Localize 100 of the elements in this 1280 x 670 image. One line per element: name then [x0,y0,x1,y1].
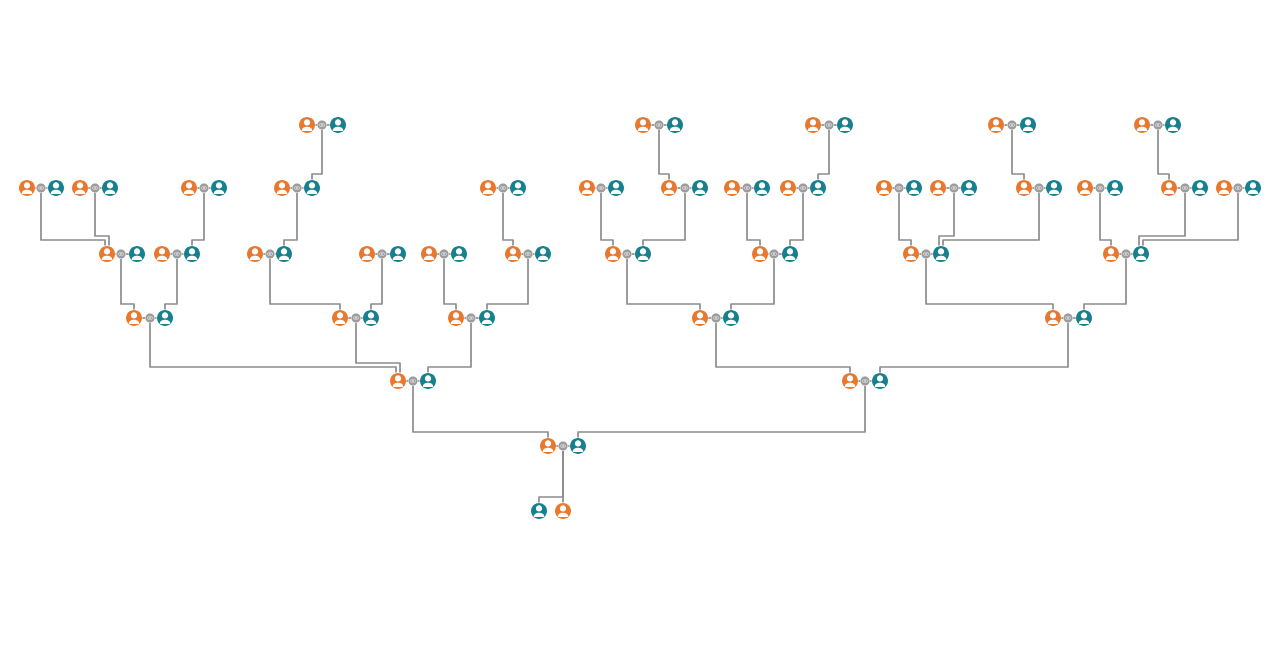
connector-line [631,253,636,255]
connector-line [443,258,457,311]
connector-line [114,253,117,255]
person-icon [540,438,556,454]
connector-line [463,317,467,319]
person-icon [479,310,495,326]
connector-line [938,192,955,247]
connector-line [789,192,804,247]
connector-line [149,322,397,374]
person-icon [330,117,346,133]
connector-line [208,187,212,189]
connector-line [689,187,693,189]
rings-icon [199,183,209,193]
connector-line [562,450,564,504]
person-icon [181,180,197,196]
connector-line [1043,187,1047,189]
rings-icon [317,120,327,130]
person-icon [1103,246,1119,262]
rings-icon [680,183,690,193]
connector-line [577,385,866,439]
person-icon [933,246,949,262]
connector-line [930,253,934,255]
connector-line [417,380,421,382]
person-icon [1107,180,1123,196]
person-icon [724,180,740,196]
connector-line [795,187,799,189]
connector-line [746,192,761,247]
connector-line [262,253,266,255]
connector-line [360,317,364,319]
connector-line [1016,124,1021,126]
connector-line [642,192,686,247]
connector-line [94,192,110,247]
connector-line [1162,124,1166,126]
connector-line [154,317,158,319]
connector-line [427,322,472,374]
person-icon [570,438,586,454]
person-icon [1245,180,1261,196]
person-icon [837,117,853,133]
connector-line [833,124,838,126]
rings-icon [439,249,449,259]
connector-line [1242,187,1246,189]
connector-line [1189,187,1193,189]
connector-line [164,258,178,311]
person-icon [19,180,35,196]
rings-icon [265,249,275,259]
person-icon [480,180,496,196]
connector-line [436,253,440,255]
rings-icon [894,183,904,193]
person-icon [274,180,290,196]
person-icon [154,246,170,262]
person-icon [961,180,977,196]
connector-line [169,253,173,255]
connector-line [594,187,597,189]
person-icon [1077,180,1093,196]
person-icon [805,117,821,133]
connector-line [600,192,614,247]
rings-icon [622,249,632,259]
person-icon [451,246,467,262]
person-icon [448,310,464,326]
person-icon [903,246,919,262]
rings-icon [1095,183,1105,193]
connector-line [532,253,536,255]
rings-icon [90,183,100,193]
connector-line [1231,187,1234,189]
person-icon [872,373,888,389]
person-icon [157,310,173,326]
person-icon [906,180,922,196]
connector-line [374,253,378,255]
person-icon [390,373,406,389]
person-icon [99,246,115,262]
person-icon [1045,310,1061,326]
connector-line [663,124,668,126]
person-icon [782,246,798,262]
connector-line [567,445,571,447]
person-icon [129,246,145,262]
connector-line [311,129,323,181]
connector-line [879,322,1069,374]
connector-line [626,258,701,311]
person-icon [1020,117,1036,133]
connector-line [301,187,305,189]
rings-icon [860,376,870,386]
connector-line [475,317,480,319]
connector-line [918,253,922,255]
connector-line [751,187,755,189]
connector-line [620,253,623,255]
connector-line [40,192,106,247]
rings-icon [921,249,931,259]
person-icon [184,246,200,262]
rings-icon [1007,120,1017,130]
connector-line [767,253,770,255]
connector-line [891,187,895,189]
person-icon [1016,180,1032,196]
rings-icon [408,376,418,386]
rings-icon [1180,183,1190,193]
connector-line [1142,192,1239,247]
rings-icon [596,183,606,193]
connector-line [1072,317,1077,319]
rings-icon [377,249,387,259]
person-icon [211,180,227,196]
person-icon [531,503,547,519]
